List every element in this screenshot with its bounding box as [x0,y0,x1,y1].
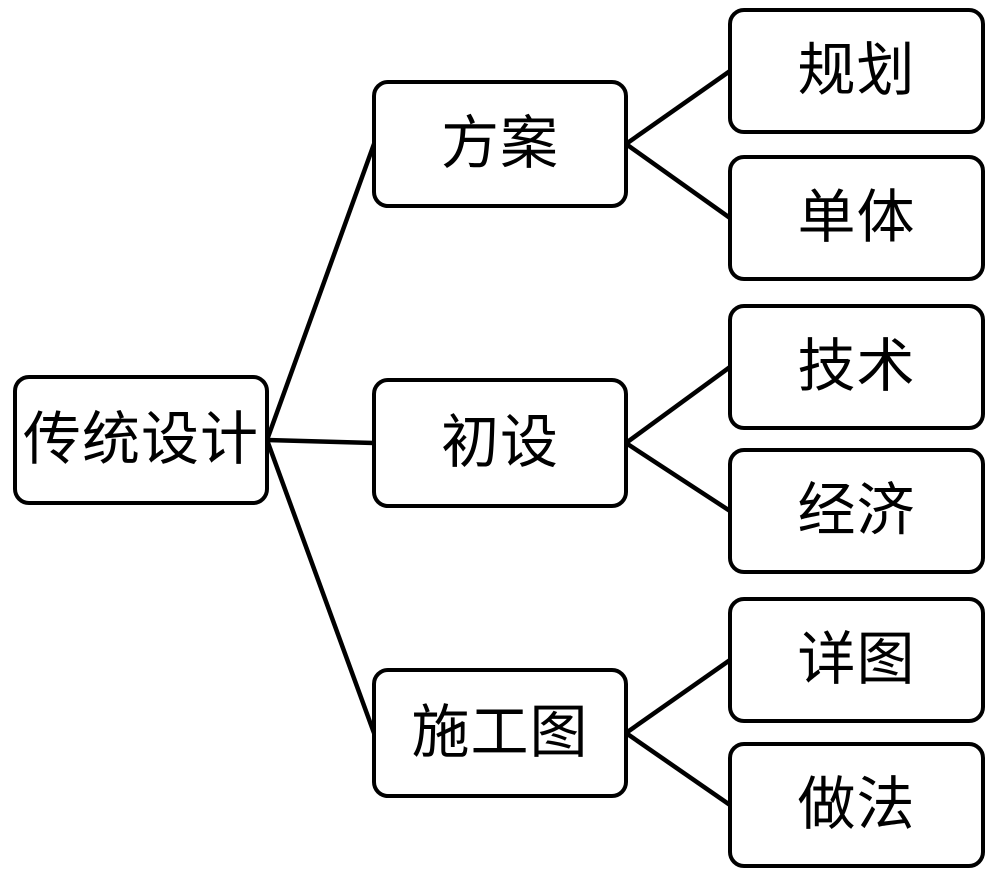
node-label-method: 做法 [797,772,916,837]
edge-root-chushe [266,437,375,446]
node-single-building: 单体 [728,155,985,281]
node-construction-drawing: 施工图 [372,668,628,798]
node-scheme: 方案 [372,80,628,208]
node-label-single-building: 单体 [797,185,916,250]
node-label-construction-drawing: 施工图 [411,700,589,765]
node-label-planning: 规划 [797,38,916,103]
node-planning: 规划 [728,8,985,134]
node-detail-drawing: 详图 [728,597,985,723]
node-label-scheme: 方案 [440,111,559,176]
node-label-preliminary-design: 初设 [440,410,559,475]
edge-shigongtu-zuofa [624,731,732,807]
edge-fangan-danti [624,142,732,220]
edge-fangan-guihua [624,69,732,146]
edge-root-fangan [264,143,377,441]
node-method: 做法 [728,742,985,868]
node-label-traditional-design: 传统设计 [22,407,259,472]
edge-root-shigongtu [264,439,377,734]
edge-shigongtu-xiangtu [624,658,732,735]
node-label-economic: 经济 [797,478,916,543]
edge-chushe-jingji [624,441,732,513]
edge-chushe-jishu [624,365,732,445]
node-traditional-design: 传统设计 [13,375,269,505]
node-label-technical: 技术 [797,334,916,399]
node-preliminary-design: 初设 [372,378,628,508]
node-label-detail-drawing: 详图 [797,627,916,692]
node-technical: 技术 [728,304,985,430]
node-economic: 经济 [728,448,985,574]
